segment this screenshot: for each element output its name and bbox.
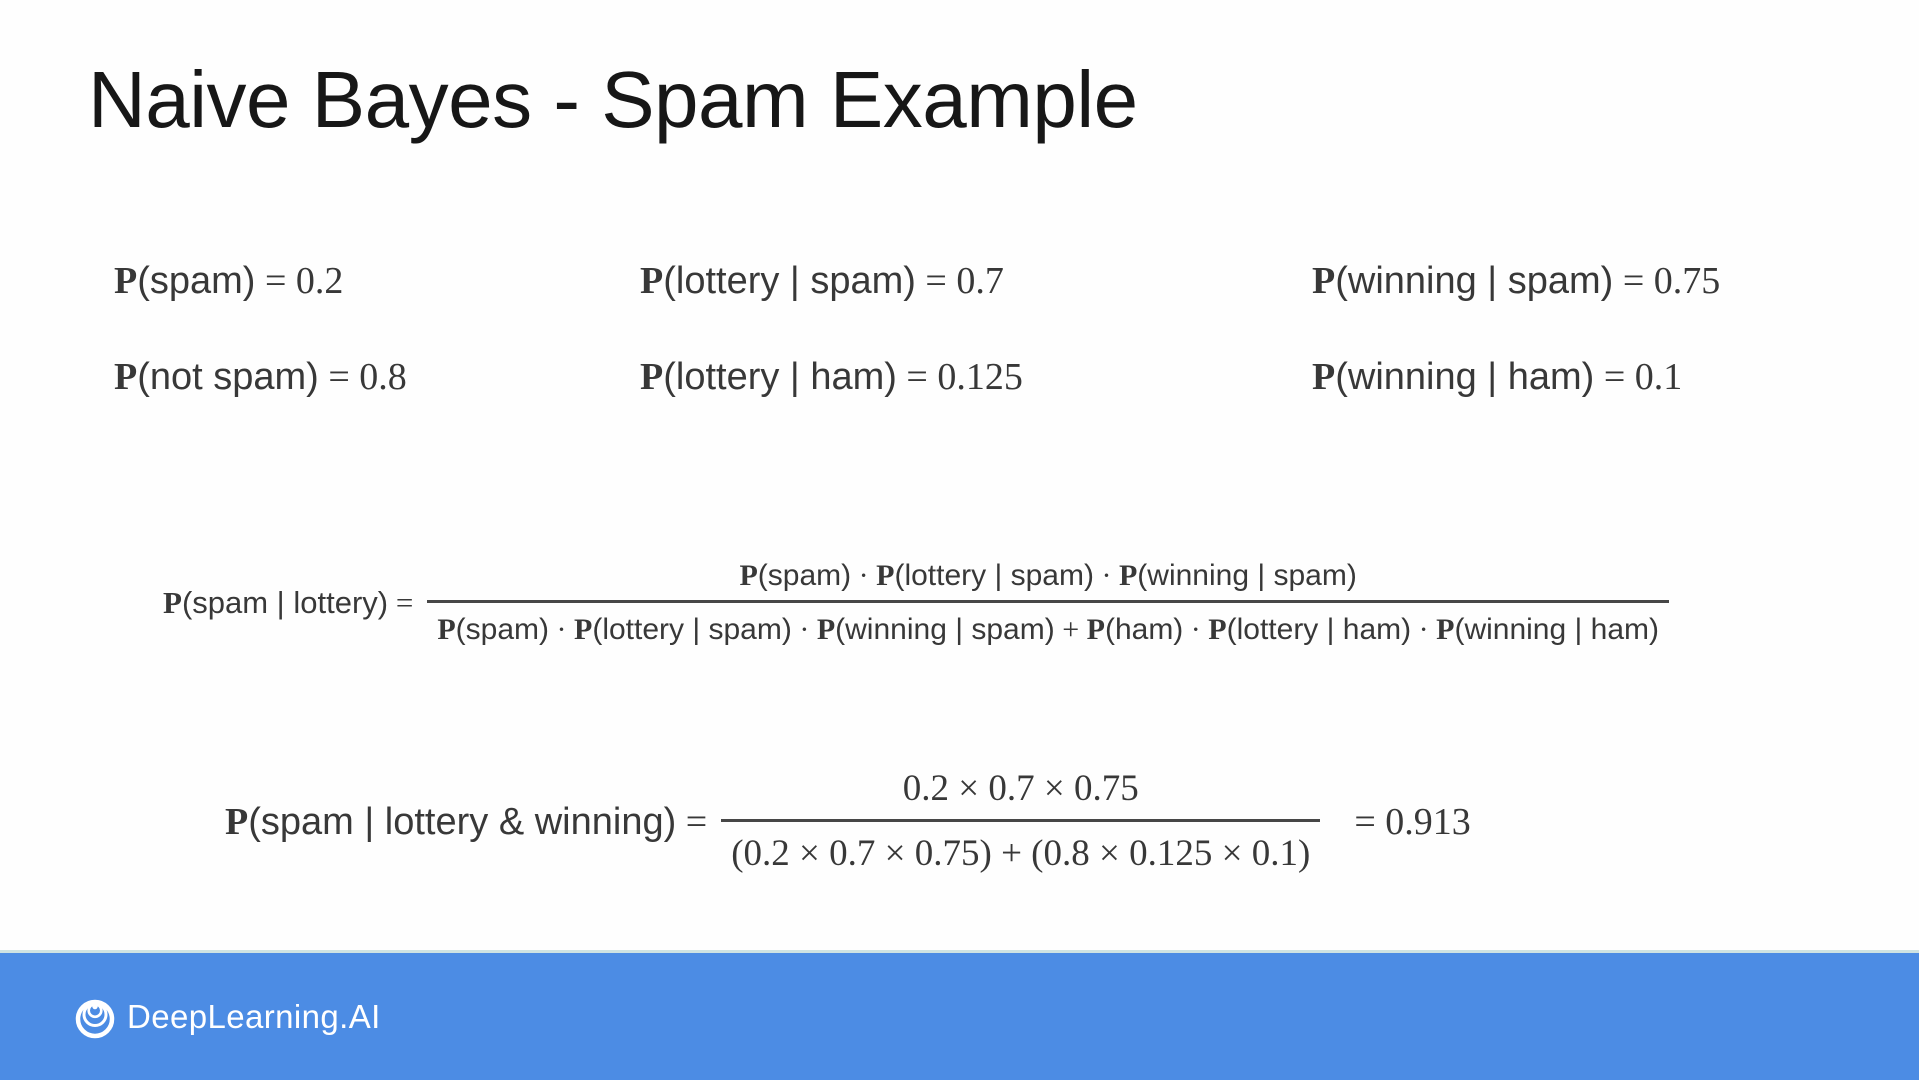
prob-not-spam: P(not spam) = 0.8 [114,356,407,398]
prob-lottery-given-spam: P(lottery | spam) = 0.7 [640,260,1004,302]
formula2-fraction: 0.2 × 0.7 × 0.75 (0.2 × 0.7 × 0.75) + (0… [721,765,1321,878]
formula2-result: = 0.913 [1354,800,1471,843]
formula1-denominator: P(spam) · P(lottery | spam) · P(winning … [437,613,1659,646]
deeplearning-rings-icon [72,994,118,1040]
prob-lottery-given-ham: P(lottery | ham) = 0.125 [640,356,1023,398]
slide-title: Naive Bayes - Spam Example [88,55,1138,144]
brand-name: DeepLearning.AI [127,997,381,1035]
formula2-numerator: 0.2 × 0.7 × 0.75 [902,768,1139,809]
deeplearning-ai-logo: DeepLearning.AI [72,994,381,1040]
footer-bar: DeepLearning.AI [0,950,1919,1080]
formula2-denominator: (0.2 × 0.7 × 0.75) + (0.8 × 0.125 × 0.1) [731,833,1311,875]
formula2-label: P(spam | lottery & winning) = [225,800,708,843]
prob-spam: P(spam) = 0.2 [114,260,344,302]
formula1-fraction: P(spam) · P(lottery | spam) · P(winning … [427,556,1669,649]
formula1-numerator: P(spam) · P(lottery | spam) · P(winning … [739,559,1357,592]
prob-winning-given-spam: P(winning | spam) = 0.75 [1312,260,1721,302]
bayes-symbolic-formula: P(spam | lottery) = P(spam) · P(lottery … [163,556,1669,649]
bayes-numeric-formula: P(spam | lottery & winning) = 0.2 × 0.7 … [225,765,1471,878]
formula1-label: P(spam | lottery) = [163,584,414,620]
prob-winning-given-ham: P(winning | ham) = 0.1 [1312,356,1683,398]
fraction-bar [721,819,1321,823]
fraction-bar [427,600,1669,603]
